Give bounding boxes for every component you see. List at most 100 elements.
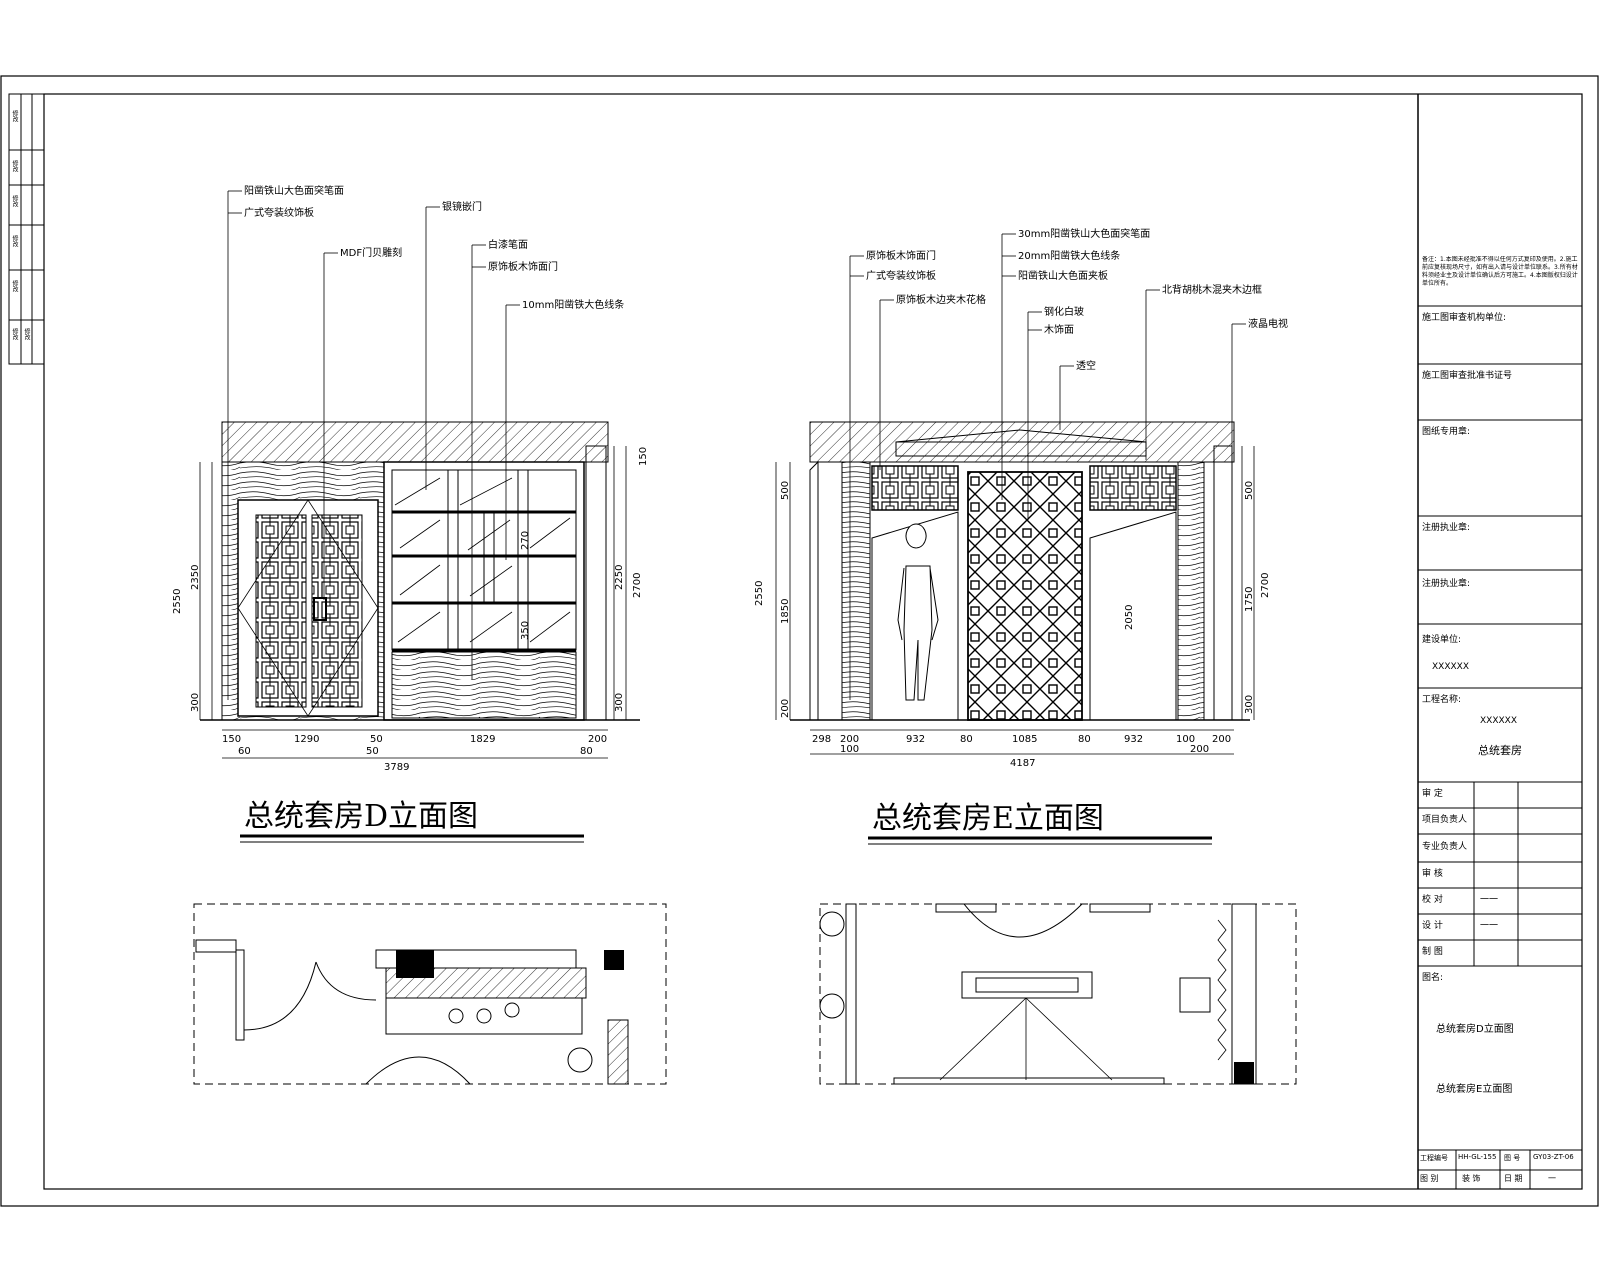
- drawing-name-1: 总统套房D立面图: [1436, 1024, 1514, 1035]
- rev-label-7: 修改: [23, 328, 30, 340]
- dim-d-total: 3789: [384, 762, 409, 773]
- callout-d-6: 原饰板木饰面门: [488, 260, 558, 273]
- dim-e-b2: 200: [840, 734, 859, 745]
- dim-d-r4: 300: [614, 693, 625, 712]
- callout-e-9: 透空: [1076, 359, 1096, 372]
- signoff-3: 专业负责人: [1422, 842, 1468, 852]
- dim-e-r2: 1750: [1244, 587, 1255, 612]
- dim-e-r3: 2700: [1260, 573, 1271, 598]
- rev-label-3: 修改: [11, 195, 18, 207]
- dim-e-r4: 300: [1244, 695, 1255, 714]
- tb-project: XXXXXX: [1480, 716, 1517, 726]
- footer-category: 装 饰: [1462, 1174, 1481, 1183]
- dim-e-b6: 80: [1078, 734, 1091, 745]
- rev-label-1: 修改: [11, 110, 18, 122]
- dim-d-b5: 200: [588, 734, 607, 745]
- signoff-4: 审 核: [1422, 869, 1443, 879]
- footer-sheet-label: 图 号: [1504, 1154, 1521, 1162]
- dim-e-l4: 200: [780, 699, 791, 718]
- dim-d-c3: 80: [580, 746, 593, 757]
- plan-e: [819, 903, 1297, 1085]
- tb-row-4: 注册执业章:: [1422, 523, 1471, 533]
- central-lattice-screen: [967, 471, 1083, 721]
- signoff-5: 校 对: [1422, 895, 1443, 905]
- callout-d-5: 白漆笔面: [488, 238, 528, 251]
- dim-e-l1: 2550: [754, 581, 765, 606]
- callout-d-1: 阳凿铁山大色面突笔面: [244, 184, 344, 197]
- dim-e-l2: 500: [780, 481, 791, 500]
- dim-d-l3: 300: [190, 693, 201, 712]
- rev-label-2: 修改: [11, 160, 18, 172]
- signoff-value-designer: 一一: [1480, 921, 1499, 931]
- dim-d-c2: 50: [366, 746, 379, 757]
- signoff-1: 审 定: [1422, 789, 1443, 799]
- callout-d-2: 广式夸装纹饰板: [244, 206, 314, 219]
- tb-row-1: 施工图审查机构单位:: [1422, 313, 1507, 323]
- title-block: [1417, 94, 1582, 1189]
- dim-d-i2: 350: [520, 621, 531, 640]
- callout-d-7: 10mm阳凿铁大色线条: [522, 298, 624, 311]
- upper-screen-left: [871, 465, 959, 511]
- elevation-d: [199, 190, 640, 843]
- tb-row-2: 施工图审查批准书证号: [1422, 371, 1513, 381]
- rev-label-5: 修改: [11, 280, 18, 292]
- callout-e-5: 20mm阳凿铁大色线条: [1018, 249, 1120, 262]
- dim-d-r3: 2700: [632, 573, 643, 598]
- dim-d-r2: 2250: [614, 565, 625, 590]
- dim-d-b4: 1829: [470, 734, 495, 745]
- upper-screen-right: [1089, 465, 1177, 511]
- dim-e-total: 4187: [1010, 758, 1035, 769]
- dim-e-i1: 2050: [1124, 605, 1135, 630]
- dim-e-b4: 80: [960, 734, 973, 745]
- callout-e-8: 木饰面: [1044, 323, 1074, 336]
- dim-e-c3: 200: [1190, 744, 1209, 755]
- scale-figure: [897, 523, 939, 701]
- callout-e-3: 原饰板木边夹木花格: [896, 293, 986, 306]
- signoff-value-checker: 一一: [1480, 895, 1499, 905]
- door-leaf-right: [311, 514, 363, 708]
- footer-category-label: 图 别: [1420, 1174, 1439, 1183]
- dim-e-b3: 932: [906, 734, 925, 745]
- dim-d-b1: 150: [222, 734, 241, 745]
- tb-row-3: 图纸专用章:: [1422, 427, 1471, 437]
- door-handle: [313, 597, 327, 621]
- dim-e-b8: 100: [1176, 734, 1195, 745]
- callout-e-6: 阳凿铁山大色面夹板: [1018, 269, 1108, 282]
- tb-client: XXXXXX: [1432, 662, 1469, 672]
- callout-e-2: 广式夸装纹饰板: [866, 269, 936, 282]
- elevation-e: [775, 233, 1255, 845]
- signoff-7: 制 图: [1422, 947, 1443, 957]
- dim-d-b2: 1290: [294, 734, 319, 745]
- callout-d-3: MDF门贝雕刻: [340, 246, 402, 259]
- dim-e-l3: 1850: [780, 599, 791, 624]
- footer-project-no: HH-GL-155: [1458, 1153, 1497, 1161]
- signoff-6: 设 计: [1422, 921, 1443, 931]
- dim-d-c1: 60: [238, 746, 251, 757]
- footer-date: 一: [1548, 1174, 1556, 1183]
- callout-e-1: 原饰板木饰面门: [866, 249, 936, 262]
- dim-d-l1: 2550: [172, 589, 183, 614]
- drawing-name-label: 图名:: [1422, 973, 1444, 983]
- title-block-notes: 备注：1.本图未经批准不得以任何方式复印及使用。2.施工前应复核现场尺寸，如有出…: [1422, 256, 1578, 287]
- tb-row-6: 建设单位:: [1422, 635, 1462, 645]
- dim-d-r1: 150: [638, 447, 649, 466]
- dim-e-r1: 500: [1244, 481, 1255, 500]
- callout-e-10: 北背胡桃木混夹木边框: [1162, 283, 1262, 296]
- dim-e-b1: 298: [812, 734, 831, 745]
- title-elevation-e: 总统套房E立面图: [872, 801, 1104, 836]
- dim-d-l2: 2350: [190, 565, 201, 590]
- title-elevation-d: 总统套房D立面图: [244, 799, 478, 834]
- drawing-name-2: 总统套房E立面图: [1436, 1084, 1513, 1095]
- callout-e-4: 30mm阳凿铁山大色面突笔面: [1018, 227, 1150, 240]
- tb-project-name: 总统套房: [1478, 744, 1522, 757]
- ceiling-slab-d: [221, 421, 609, 463]
- dim-e-c1: 100: [840, 744, 859, 755]
- footer-date-label: 日 期: [1504, 1174, 1523, 1183]
- rev-label-4: 修改: [11, 235, 18, 247]
- signoff-2: 项目负责人: [1422, 815, 1468, 825]
- footer-project-no-label: 工程编号: [1420, 1154, 1448, 1162]
- cabinet-base: [391, 651, 577, 719]
